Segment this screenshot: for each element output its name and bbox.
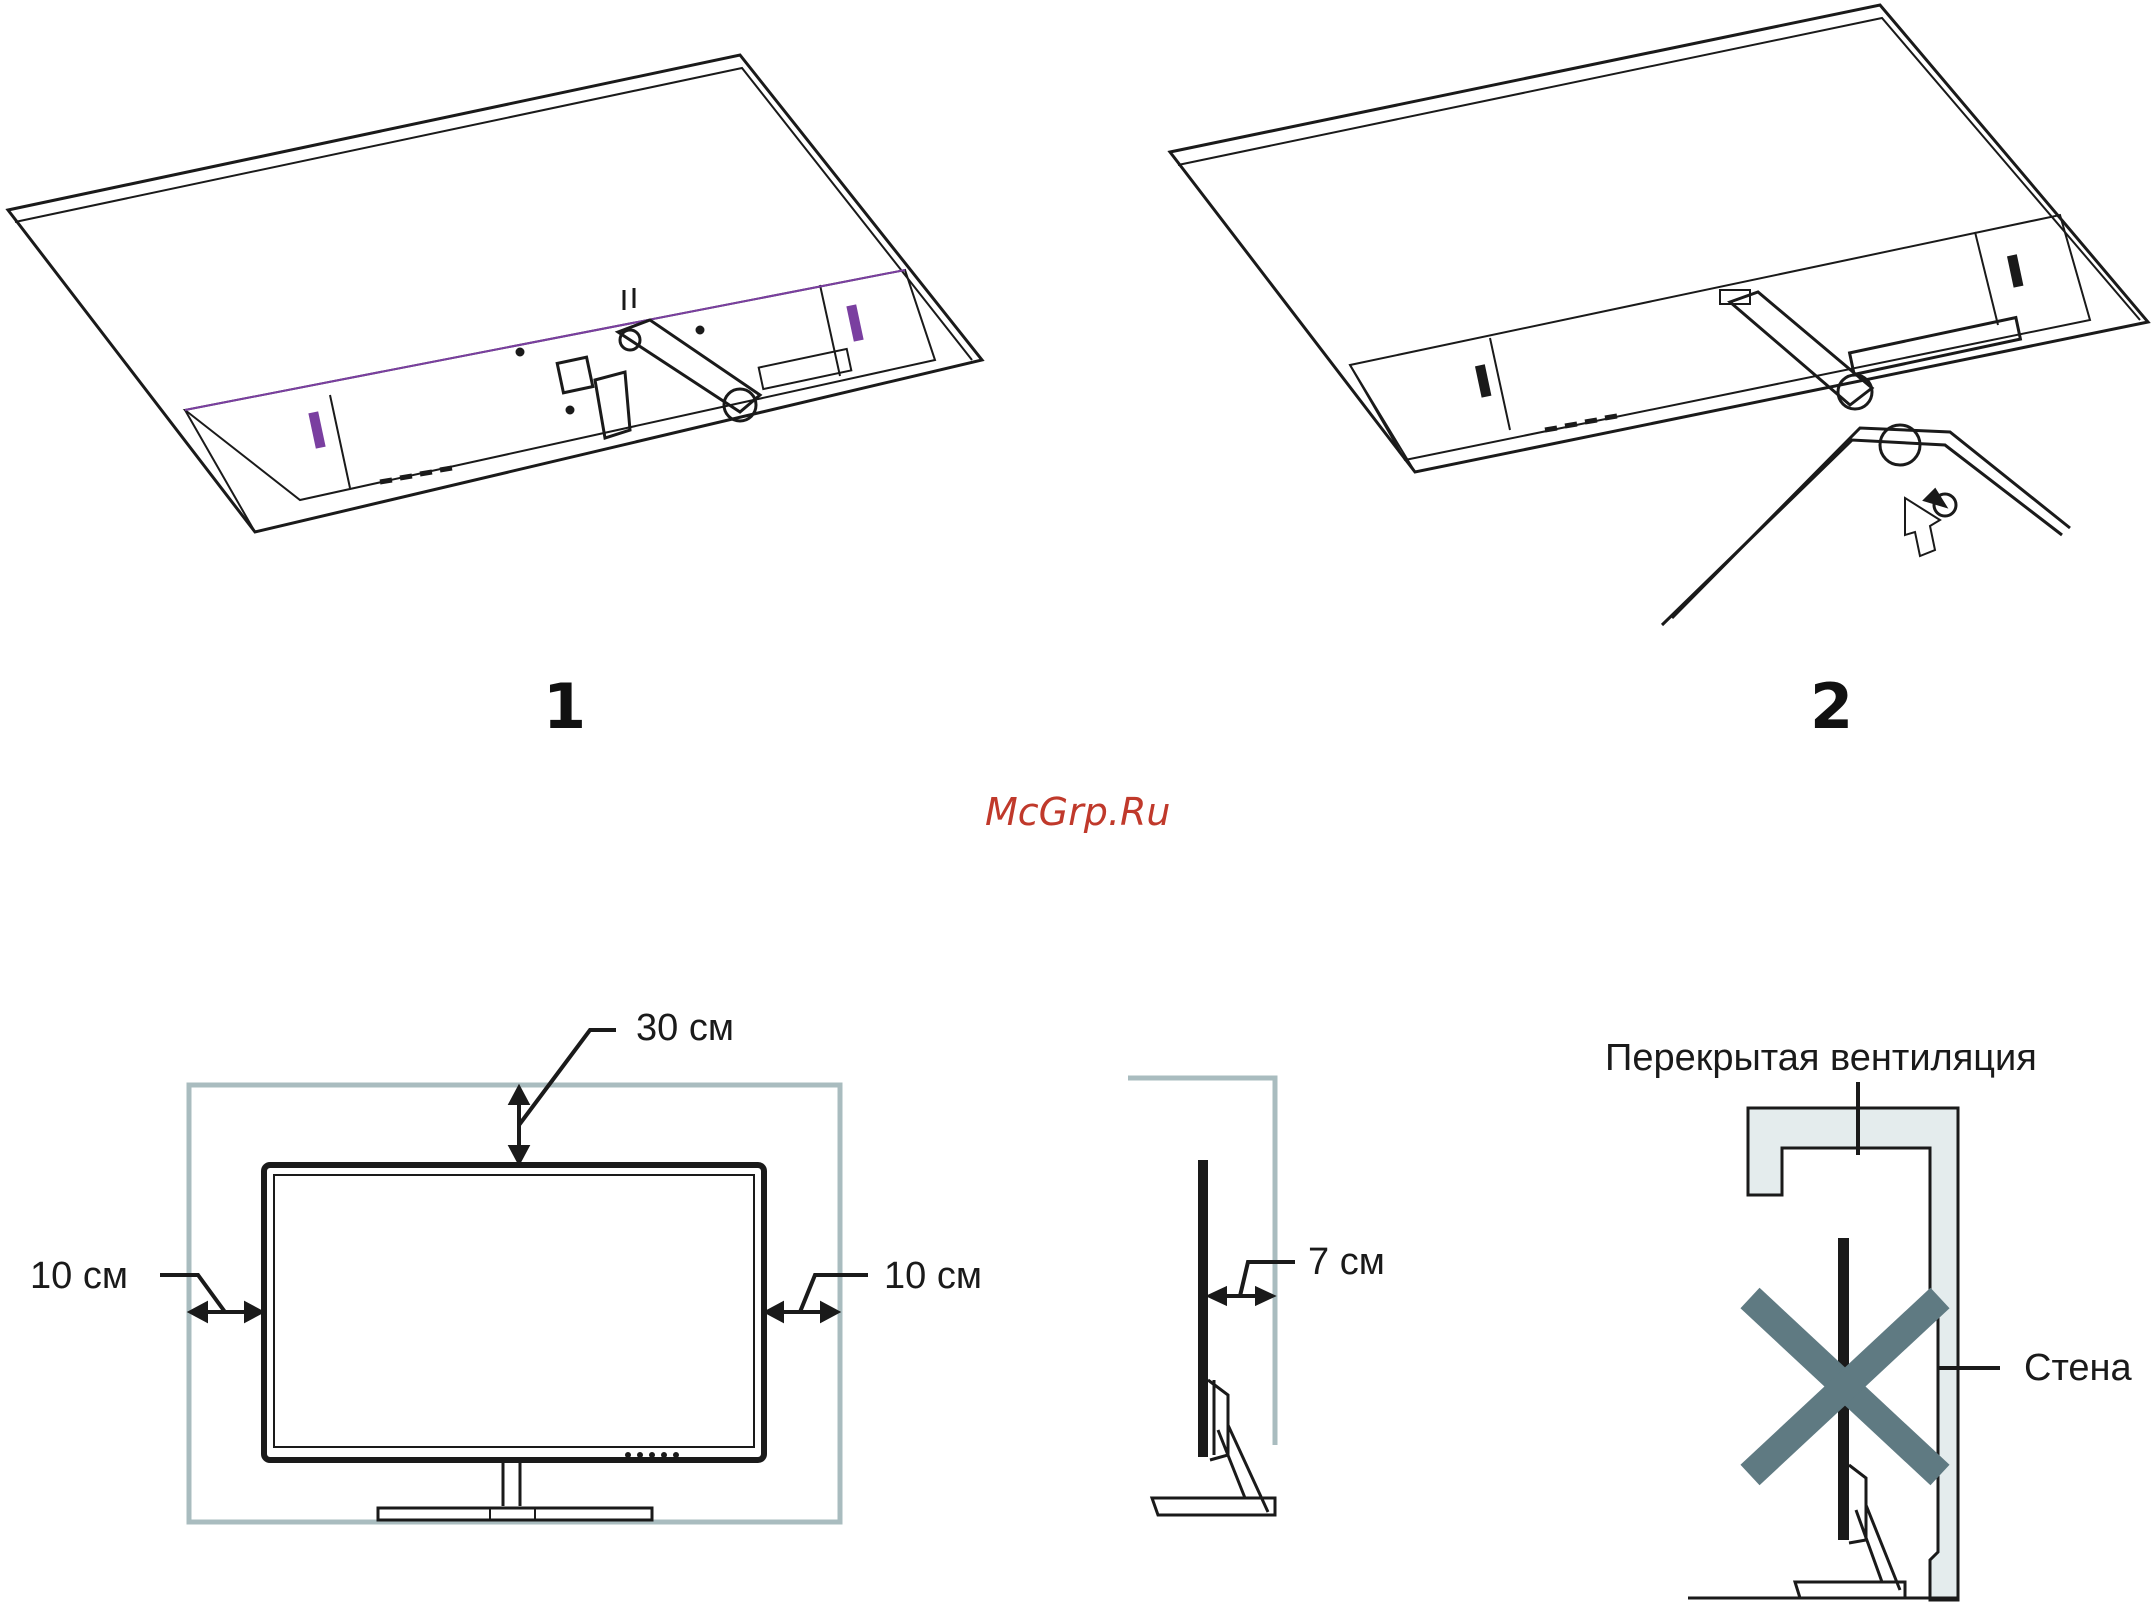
blocked-vent-label: Перекрытая вентиляция — [1605, 1037, 2037, 1079]
monitor-front — [264, 1165, 764, 1460]
monitor-back-panel-2 — [1170, 5, 2148, 472]
step-1-number: 1 — [543, 670, 586, 743]
side-clearance-diagram: 7 см — [1128, 1078, 1385, 1515]
front-clearance-diagram: 30 см 10 см 10 см — [30, 1007, 982, 1522]
rear-clearance-label: 7 см — [1308, 1241, 1385, 1283]
right-clearance-label: 10 см — [884, 1255, 982, 1297]
monitor-back-panel — [8, 55, 982, 532]
side-stand — [1152, 1380, 1275, 1515]
watermark: McGrp.Ru — [985, 790, 1170, 834]
monitor-side — [1198, 1160, 1208, 1457]
vent-slots-2 — [1545, 416, 1617, 430]
stand-arm — [595, 320, 760, 438]
top-clearance-arrow — [511, 1030, 616, 1162]
right-clearance-arrow — [767, 1275, 868, 1320]
enclosure-wall — [1748, 1108, 1958, 1600]
left-clearance-label: 10 см — [30, 1255, 128, 1297]
blocked-vent-diagram: Перекрытая вентиляция Стена — [1605, 1037, 2133, 1600]
left-clearance-arrow — [160, 1275, 261, 1320]
rear-clearance-arrow — [1210, 1262, 1295, 1303]
wall-label: Стена — [2024, 1347, 2133, 1389]
step1-illustration — [8, 55, 982, 532]
step-2-number: 2 — [1810, 670, 1853, 743]
monitor-rear-housing — [185, 270, 935, 500]
top-clearance-label: 30 см — [636, 1007, 734, 1049]
stand-base — [1662, 425, 2070, 625]
step2-illustration — [1170, 5, 2148, 625]
